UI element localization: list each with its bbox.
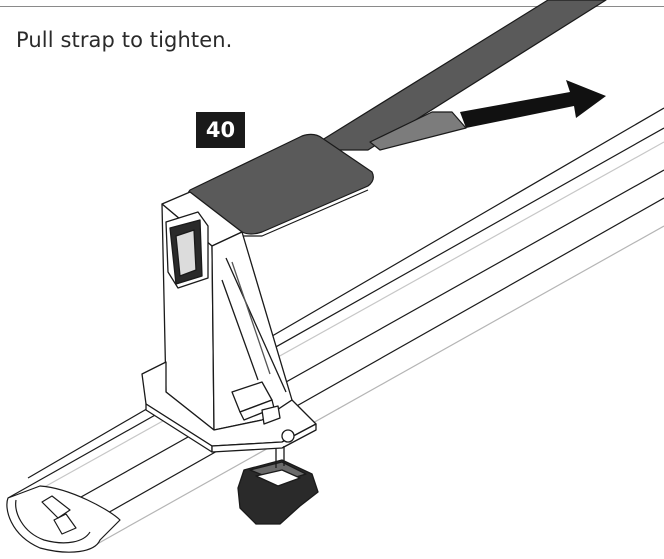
roof-bar bbox=[6, 107, 664, 553]
strap bbox=[305, 0, 607, 151]
step-number-badge: 40 bbox=[196, 112, 245, 148]
instruction-text: Pull strap to tighten. bbox=[16, 28, 233, 52]
clamp-knob bbox=[237, 446, 319, 525]
pull-arrow-icon bbox=[460, 80, 606, 128]
buckle bbox=[165, 211, 281, 425]
top-divider bbox=[0, 6, 664, 7]
